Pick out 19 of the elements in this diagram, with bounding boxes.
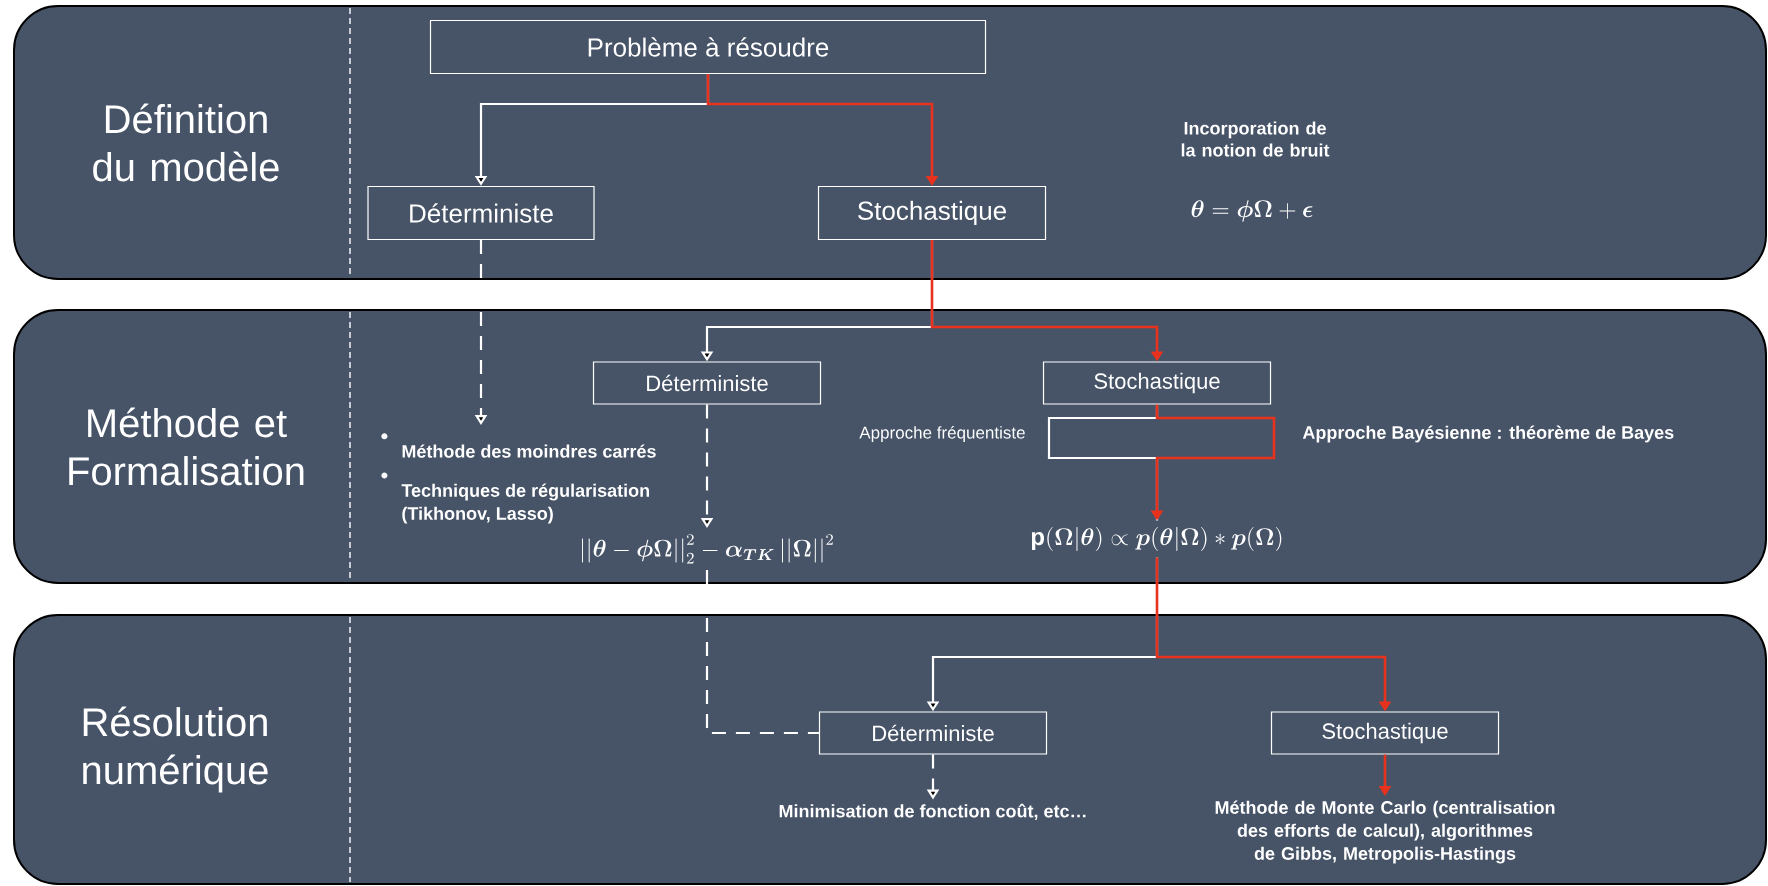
formula: $\mathbf{p}(\boldsymbol{\Omega}|\boldsymbol{\theta}) \propto \boldsymbol{p}(\boldsymbol{\theta}|\boldsymbol{\Omega}) * \boldsymbol{p}(\boldsymbol{\Omega})$ [1031, 527, 1282, 551]
node-label: Techniques de régularisation (Tikhonov, Lasso) [401, 483, 650, 524]
edge-label: Approche fréquentiste [855, 421, 1030, 446]
note-text: Méthode de Monte Carlo (centralisation des efforts de calcul), algorithmes de Gibbs, Metropolis-Hastings [1215, 800, 1555, 864]
option-box: Déterministe [367, 185, 595, 241]
option-box: Stochastique [1270, 711, 1500, 755]
option-box: Problème à résoudre [429, 19, 987, 75]
formula: $\boldsymbol{\theta} = \boldsymbol{\phi}\boldsymbol{\Omega} + \boldsymbol{\epsilon}$ [1191, 200, 1313, 222]
bullet-list: Méthode des moindres carrés Techniques de régularisation (Tikhonov, Lasso) [381, 433, 656, 524]
note-text: Incorporation de la notion de bruit [1181, 121, 1330, 157]
option-box: Déterministe [818, 711, 1048, 755]
node-label: Méthode des moindres carrés [402, 444, 656, 458]
note-text: Minimisation de fonction coût, etc… [779, 803, 1086, 821]
option-box: Déterministe [592, 361, 822, 405]
option-box: Stochastique [817, 185, 1047, 241]
option-box: Stochastique [1042, 361, 1272, 405]
edge-label: Approche Bayésienne : théorème de Bayes [1298, 421, 1679, 447]
formula: $\left|\left|\boldsymbol{\theta}-\boldsymbol{\phi}\boldsymbol{\Omega}\right|\right|_2^2-\boldsymbol{\alpha}_{\boldsymbol{TK}}\left|\left|\boldsymbol{\Omega}\right|\right|^2$ [582, 534, 833, 564]
connector-line [705, 569, 819, 735]
